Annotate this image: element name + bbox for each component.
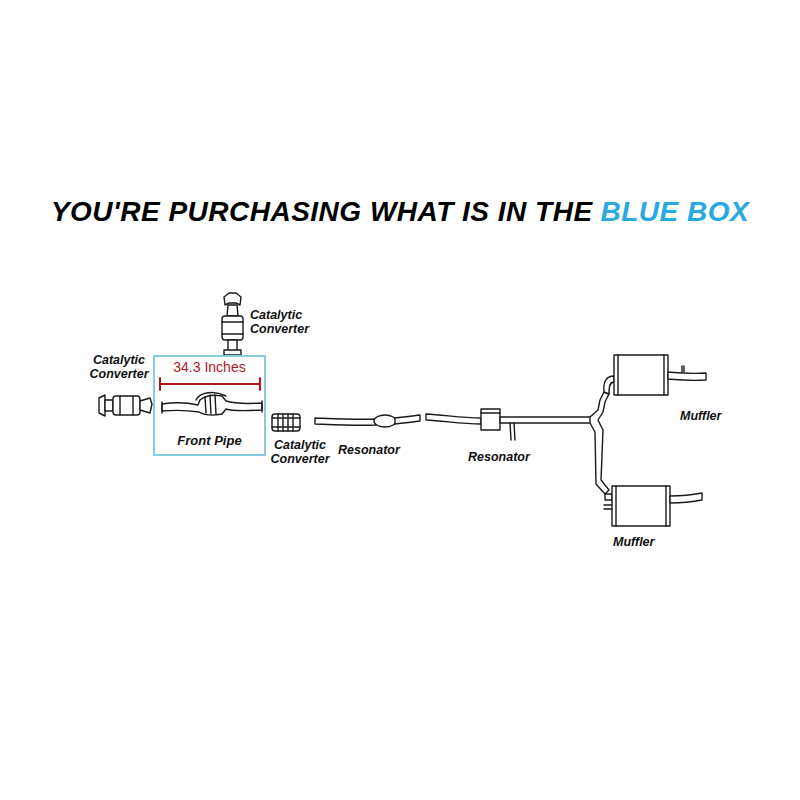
part-name: Front Pipe (177, 433, 241, 454)
title-highlight: BLUE BOX (600, 196, 749, 227)
catalytic-converter-top (222, 293, 243, 355)
part-label: Catalytic Converter (264, 438, 336, 467)
catalytic-converter-small (272, 414, 300, 431)
resonator-pipe-2 (426, 409, 592, 440)
resonator-pipe-1 (315, 415, 420, 427)
title-text: YOU'RE PURCHASING WHAT IS IN THE (51, 196, 593, 227)
purchase-box: 34.3 InchesFront Pipe (153, 355, 266, 456)
part-label: Resonator (468, 450, 530, 464)
y-pipe (590, 392, 609, 494)
title-row: YOU'RE PURCHASING WHAT IS IN THEBLUE BOX (0, 196, 800, 228)
dimension-text: 34.3 Inches (173, 357, 245, 375)
part-label: Muffler (680, 409, 721, 423)
catalytic-converter-left (99, 395, 152, 416)
part-label: Catalytic Converter (250, 308, 320, 337)
part-label: Resonator (338, 443, 400, 457)
part-label: Muffler (613, 535, 654, 549)
dimension-line (160, 378, 260, 390)
front-pipe (162, 393, 262, 416)
muffler-upper (604, 355, 706, 395)
muffler-lower (604, 486, 702, 526)
part-label: Catalytic Converter (84, 353, 154, 382)
